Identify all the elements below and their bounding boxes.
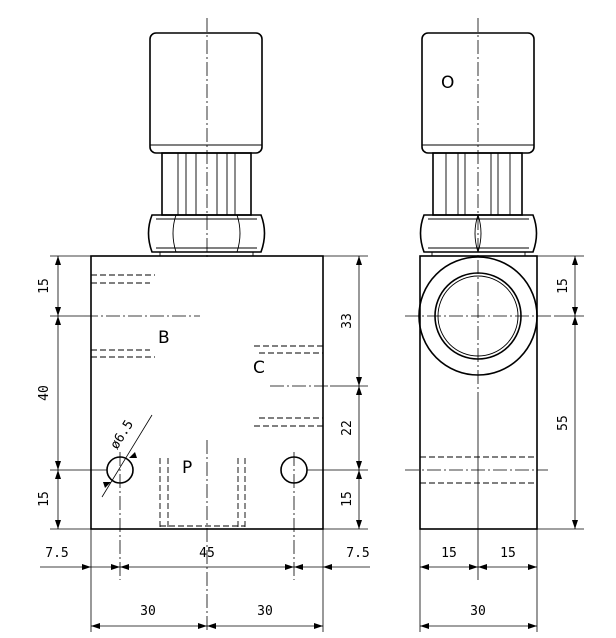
dim-front-left-top: 15 — [37, 278, 52, 294]
dim-front-outer-right: 30 — [257, 604, 273, 619]
side-lock-nut — [419, 214, 538, 253]
dim-side-bottom: 55 — [556, 415, 571, 431]
side-knob-marking: O — [441, 73, 454, 93]
knob-neck — [161, 152, 252, 216]
dim-front-left-bottom: 15 — [37, 491, 52, 507]
side-view: O — [405, 18, 584, 632]
hole-diameter-callout: ø6.5 — [101, 414, 153, 498]
lock-nut — [147, 214, 266, 253]
side-right-dimensions: 15 55 — [537, 255, 584, 530]
dim-side-inner-right: 15 — [500, 546, 516, 561]
dim-front-left-offset: 7.5 — [45, 546, 68, 561]
front-left-dimensions: 15 40 15 — [37, 255, 107, 530]
port-p-label: P — [182, 458, 192, 478]
front-right-dimensions: 33 22 15 — [307, 255, 368, 530]
dim-side-outer: 30 — [470, 604, 486, 619]
port-b-label: B — [158, 328, 170, 348]
dim-side-inner-left: 15 — [441, 546, 457, 561]
dim-side-top: 15 — [556, 278, 571, 294]
port-c-label: C — [253, 358, 265, 378]
dim-front-left-middle: 40 — [37, 385, 52, 401]
front-view: B C P 15 40 15 — [37, 18, 370, 632]
dim-front-right-bottom: 15 — [340, 491, 355, 507]
dim-front-right-middle: 22 — [340, 420, 355, 436]
front-bottom-dimensions: 7.5 45 7.5 30 30 — [40, 529, 370, 632]
side-body — [419, 255, 538, 530]
dim-front-right-offset: 7.5 — [346, 546, 369, 561]
side-bottom-dimensions: 15 15 30 — [419, 400, 538, 632]
dim-front-right-top: 33 — [340, 313, 355, 329]
knob-cap — [149, 32, 263, 154]
dim-front-hole-spacing: 45 — [199, 546, 215, 561]
dim-front-outer-left: 30 — [140, 604, 156, 619]
